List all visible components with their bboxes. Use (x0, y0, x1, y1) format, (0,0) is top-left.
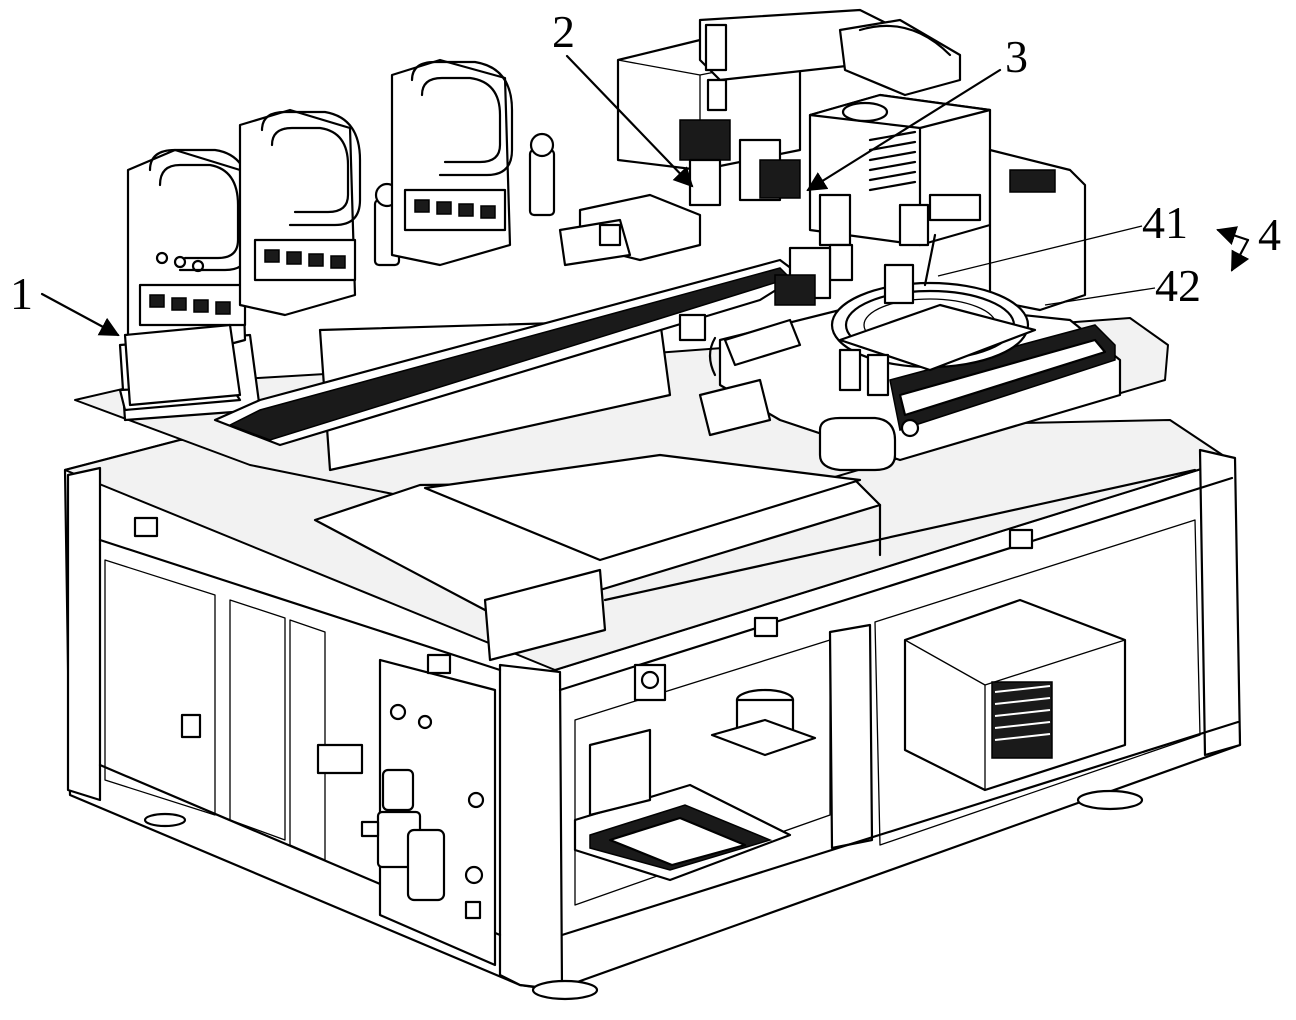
feeder-module (118, 58, 802, 447)
leader-4b (1230, 238, 1250, 272)
gantry-module (558, 8, 902, 267)
label-3-group: 3 (806, 31, 1028, 192)
leader-2 (565, 54, 694, 188)
rotary-table-module (678, 193, 1122, 472)
heater-vents (868, 130, 917, 192)
label-41: 41 (1142, 197, 1188, 248)
leader-4a (1216, 226, 1250, 246)
leader-1 (40, 292, 120, 337)
label-1-group: 1 (10, 268, 120, 337)
label-1: 1 (10, 268, 33, 319)
vent-grille (991, 681, 1053, 759)
label-4: 4 (1258, 209, 1281, 260)
label-42: 42 (1155, 260, 1201, 311)
label-4-group: 4 (1216, 209, 1281, 272)
label-41-group: 41 (937, 197, 1188, 277)
leader-42 (1044, 287, 1156, 306)
label-42-group: 42 (1044, 260, 1201, 311)
label-3: 3 (1005, 31, 1028, 82)
leader-3 (806, 68, 1002, 192)
leader-41 (937, 225, 1143, 277)
label-2: 2 (552, 6, 575, 57)
label-2-group: 2 (552, 6, 694, 188)
